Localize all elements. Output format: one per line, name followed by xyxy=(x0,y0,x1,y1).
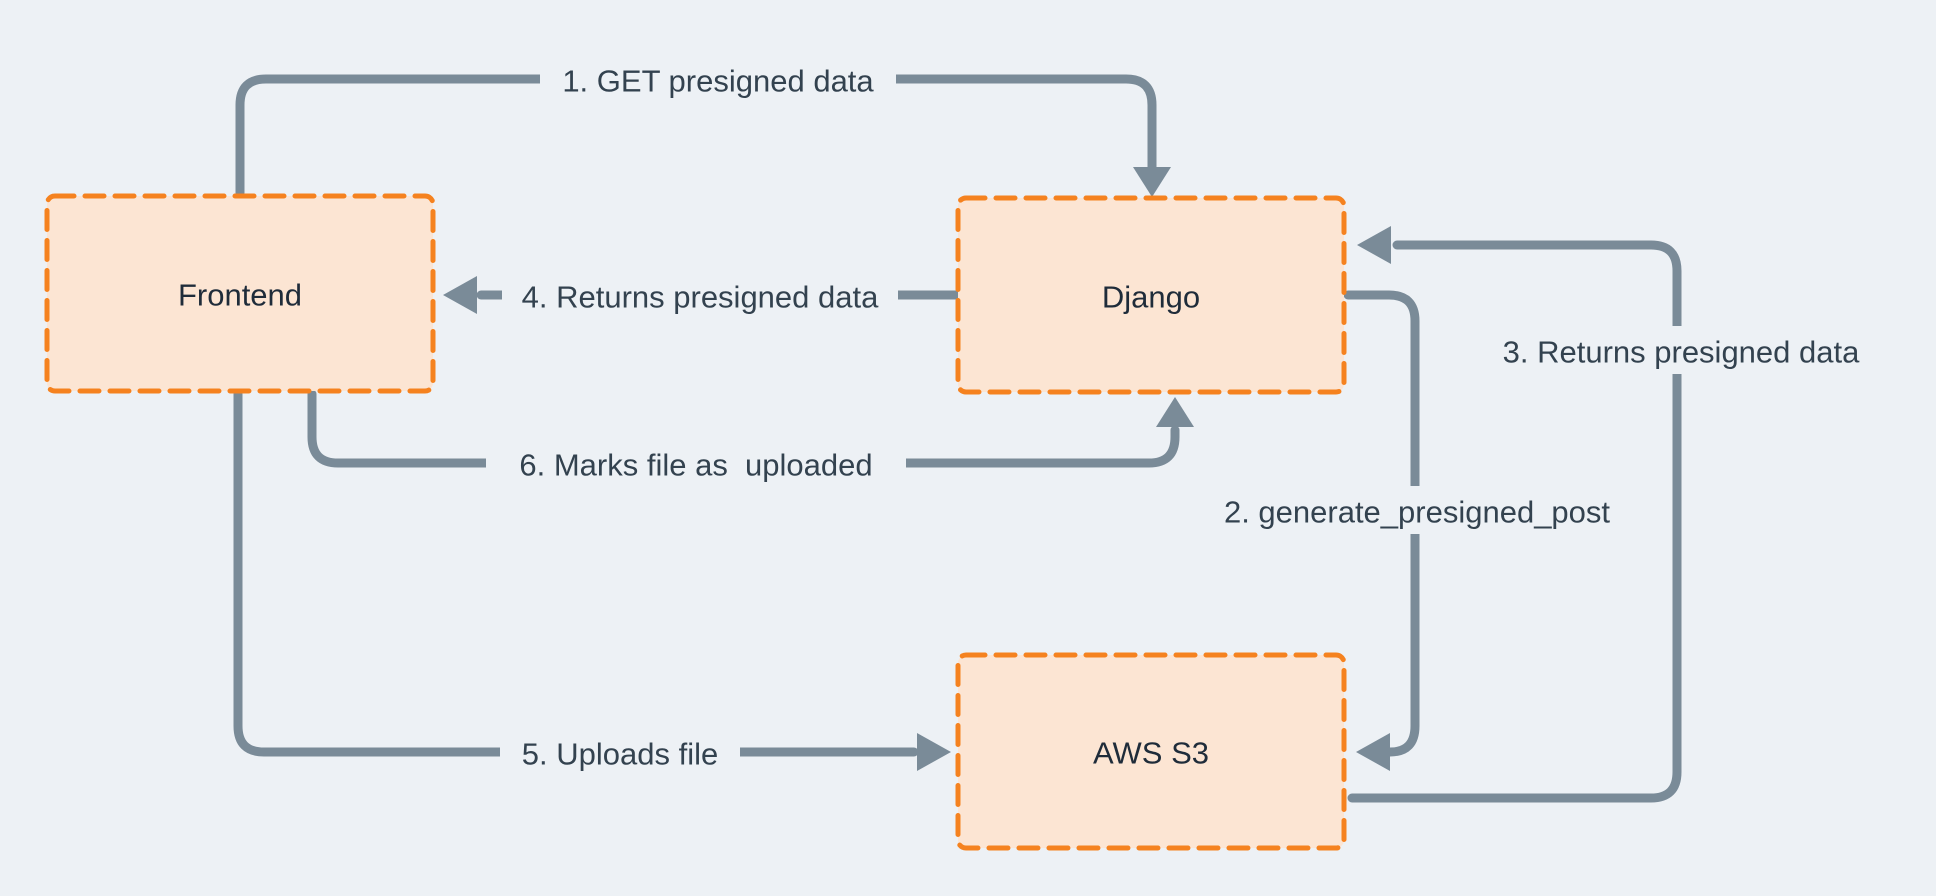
edge-get-presigned-data: 1. GET presigned data xyxy=(235,57,1171,198)
edge-generate-presigned-post: 2. generate_presigned_post xyxy=(1191,290,1643,771)
edge-marks-file-uploaded: 6. Marks file as uploaded xyxy=(307,389,1194,485)
edge-label-5: 5. Uploads file xyxy=(522,737,718,772)
arrowhead-left-icon xyxy=(1356,733,1390,771)
arrowhead-down-icon xyxy=(1133,167,1171,197)
node-django-box xyxy=(955,195,1347,395)
edge-returns-presigned-data-to-django: 3. Returns presigned data xyxy=(1347,226,1887,803)
edge-label-mask xyxy=(486,441,906,485)
edge-returns-presigned-data-to-frontend: 4. Returns presigned data xyxy=(443,273,963,317)
node-django: Django xyxy=(955,195,1347,395)
node-frontend: Frontend xyxy=(44,193,436,394)
edge-label-mask xyxy=(1191,486,1643,534)
arrowhead-up-icon xyxy=(1156,397,1194,427)
node-frontend-label: Frontend xyxy=(178,278,302,313)
edge-label-1: 1. GET presigned data xyxy=(562,64,874,99)
edge-label-mask xyxy=(500,730,740,774)
node-aws-s3-label: AWS S3 xyxy=(1093,736,1209,771)
edge-uploads-file: 5. Uploads file xyxy=(233,389,951,774)
edge-label-6: 6. Marks file as uploaded xyxy=(519,448,872,483)
arrowhead-left-icon xyxy=(443,276,477,314)
edge-label-mask xyxy=(502,273,898,317)
edge-label-mask xyxy=(1475,326,1887,374)
edge-label-2: 2. generate_presigned_post xyxy=(1224,495,1610,530)
edge-label-mask xyxy=(540,57,896,101)
node-aws-s3-box xyxy=(955,652,1347,851)
edge-uploads-file-line xyxy=(233,389,919,757)
edge-returns-to-django-line xyxy=(1347,240,1682,803)
edge-label-4: 4. Returns presigned data xyxy=(522,280,879,315)
node-frontend-box xyxy=(44,193,436,394)
node-django-label: Django xyxy=(1102,280,1200,315)
edge-label-3: 3. Returns presigned data xyxy=(1503,335,1860,370)
arrowhead-right-icon xyxy=(917,733,951,771)
arrowhead-left-icon xyxy=(1357,226,1391,264)
node-aws-s3: AWS S3 xyxy=(955,652,1347,851)
edge-generate-presigned-post-line xyxy=(1343,290,1420,757)
